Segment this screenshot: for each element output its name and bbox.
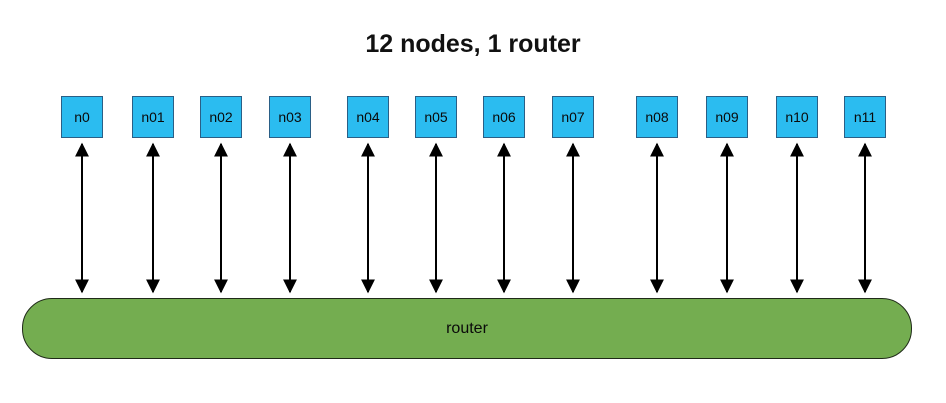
- router-bar: router: [22, 298, 912, 359]
- router-label: router: [446, 319, 488, 337]
- node-n08: n08: [636, 96, 678, 138]
- node-n05: n05: [415, 96, 457, 138]
- node-n10: n10: [776, 96, 818, 138]
- node-n0: n0: [61, 96, 103, 138]
- node-n01: n01: [132, 96, 174, 138]
- node-n11: n11: [844, 96, 886, 138]
- node-n03: n03: [269, 96, 311, 138]
- node-n02: n02: [200, 96, 242, 138]
- node-n04: n04: [347, 96, 389, 138]
- node-n09: n09: [706, 96, 748, 138]
- node-n06: n06: [483, 96, 525, 138]
- node-n07: n07: [552, 96, 594, 138]
- diagram-title: 12 nodes, 1 router: [365, 30, 581, 58]
